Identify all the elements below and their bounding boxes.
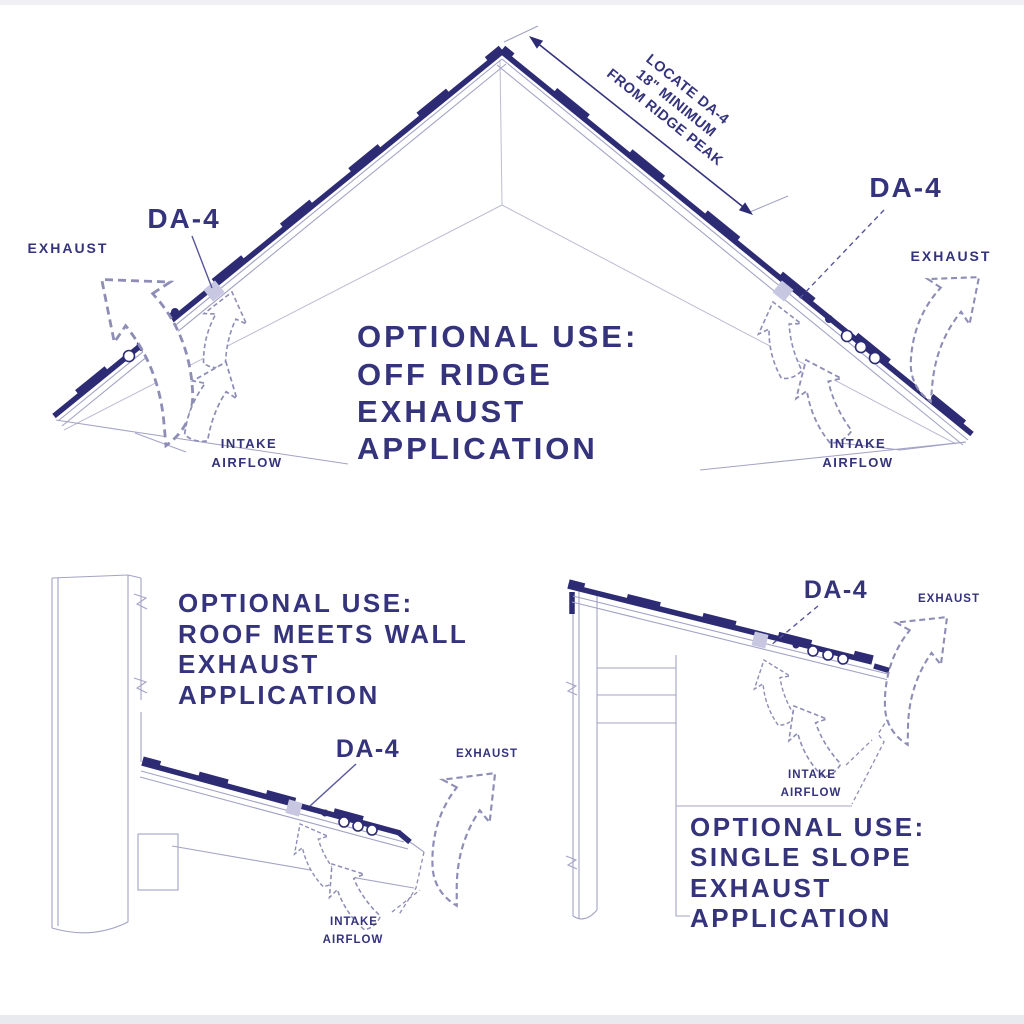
da4-label-left: DA-4 <box>147 203 220 234</box>
single-slope-title-line1: OPTIONAL USE: <box>690 812 926 842</box>
single-slope-title: OPTIONAL USE: SINGLE SLOPE EXHAUST APPLI… <box>690 812 926 933</box>
vent-fastener-dot <box>171 308 179 316</box>
roof-meets-wall-title-line3: EXHAUST <box>178 649 320 679</box>
vent-da4-right <box>772 280 882 365</box>
intake-label-right-line1: INTAKE <box>830 436 886 451</box>
wall-lines <box>51 574 179 934</box>
roof-right-slope <box>499 45 977 437</box>
vent-baffle <box>772 280 794 302</box>
off-ridge-title-line4: APPLICATION <box>357 431 598 466</box>
scan-edge-top <box>0 0 1024 5</box>
intake-leader-shed <box>391 889 421 913</box>
single-slope-diagram: DA-4 EXHAUST INTAKE AIRFLOW OPTIONAL USE… <box>565 576 993 933</box>
da4-leader-left <box>191 235 213 289</box>
da4-label-shed: DA-4 <box>336 735 400 763</box>
eave-lines <box>55 419 967 471</box>
off-ridge-title: OPTIONAL USE: OFF RIDGE EXHAUST APPLICAT… <box>357 319 638 466</box>
scan-edge-bottom <box>0 1015 1024 1024</box>
ridge-dimension-arrow <box>503 25 789 215</box>
da4-label-right: DA-4 <box>869 172 942 203</box>
intake-leader-single <box>845 739 873 766</box>
intake-label-shed-line2: AIRFLOW <box>323 934 384 946</box>
intake-label-left: INTAKE AIRFLOW <box>211 436 282 470</box>
intake-label-right: INTAKE AIRFLOW <box>822 436 893 470</box>
da4-leader-shed <box>309 763 357 807</box>
single-slope-title-line2: SINGLE SLOPE <box>690 842 912 872</box>
vent-baffle <box>751 631 769 649</box>
vent-baffle <box>285 799 303 817</box>
exhaust-label-right: EXHAUST <box>911 248 992 264</box>
intake-label-right-line2: AIRFLOW <box>822 455 893 470</box>
intake-label-shed: INTAKE AIRFLOW <box>323 916 384 946</box>
off-ridge-title-line2: OFF RIDGE <box>357 357 553 392</box>
arrowhead-up <box>529 36 544 49</box>
exhaust-arrow-right <box>866 251 1022 404</box>
roof-meets-wall-title-line1: OPTIONAL USE: <box>178 588 414 618</box>
exhaust-label-single: EXHAUST <box>918 593 980 605</box>
off-ridge-diagram: LOCATE DA-4 18" MINIMUM FROM RIDGE PEAK … <box>28 25 1022 471</box>
roof-meets-wall-title-line2: ROOF MEETS WALL <box>178 619 468 649</box>
shed-roof-slope <box>139 756 425 917</box>
exhaust-arrow-single <box>838 593 993 747</box>
intake-label-shed-line1: INTAKE <box>330 916 378 928</box>
wall-outlet-box <box>137 833 179 891</box>
intake-label-single: INTAKE AIRFLOW <box>781 769 842 799</box>
vent-da4-single <box>751 631 849 665</box>
da4-leader-single <box>769 605 819 647</box>
vent-da4-shed <box>285 799 378 836</box>
gable-interior-lines <box>63 59 957 445</box>
vent-fastener-dot <box>792 641 800 649</box>
exhaust-arrow-shed <box>384 748 544 909</box>
vent-fastener-dot <box>825 315 833 323</box>
vent-fastener-dot <box>321 809 329 817</box>
single-slope-wall-lines <box>565 590 852 920</box>
off-ridge-title-line1: OPTIONAL USE: <box>357 319 638 354</box>
single-slope-title-line4: APPLICATION <box>690 903 892 933</box>
da4-label-single: DA-4 <box>804 576 868 604</box>
intake-label-left-line1: INTAKE <box>221 436 277 451</box>
intake-label-single-line2: AIRFLOW <box>781 787 842 799</box>
off-ridge-title-line3: EXHAUST <box>357 394 526 429</box>
exhaust-label-left: EXHAUST <box>28 240 109 256</box>
arrowhead-down <box>738 202 753 215</box>
vent-baffle <box>203 280 225 302</box>
intake-label-single-line1: INTAKE <box>788 769 836 781</box>
roof-meets-wall-title-line4: APPLICATION <box>178 680 380 710</box>
roof-meets-wall-title: OPTIONAL USE: ROOF MEETS WALL EXHAUST AP… <box>178 588 468 710</box>
single-slope-roof <box>567 579 909 805</box>
single-slope-title-line3: EXHAUST <box>690 873 832 903</box>
intake-label-left-line2: AIRFLOW <box>211 455 282 470</box>
exhaust-label-shed: EXHAUST <box>456 748 518 760</box>
da4-leader-right <box>797 209 885 301</box>
roof-meets-wall-diagram: OPTIONAL USE: ROOF MEETS WALL EXHAUST AP… <box>51 574 544 946</box>
